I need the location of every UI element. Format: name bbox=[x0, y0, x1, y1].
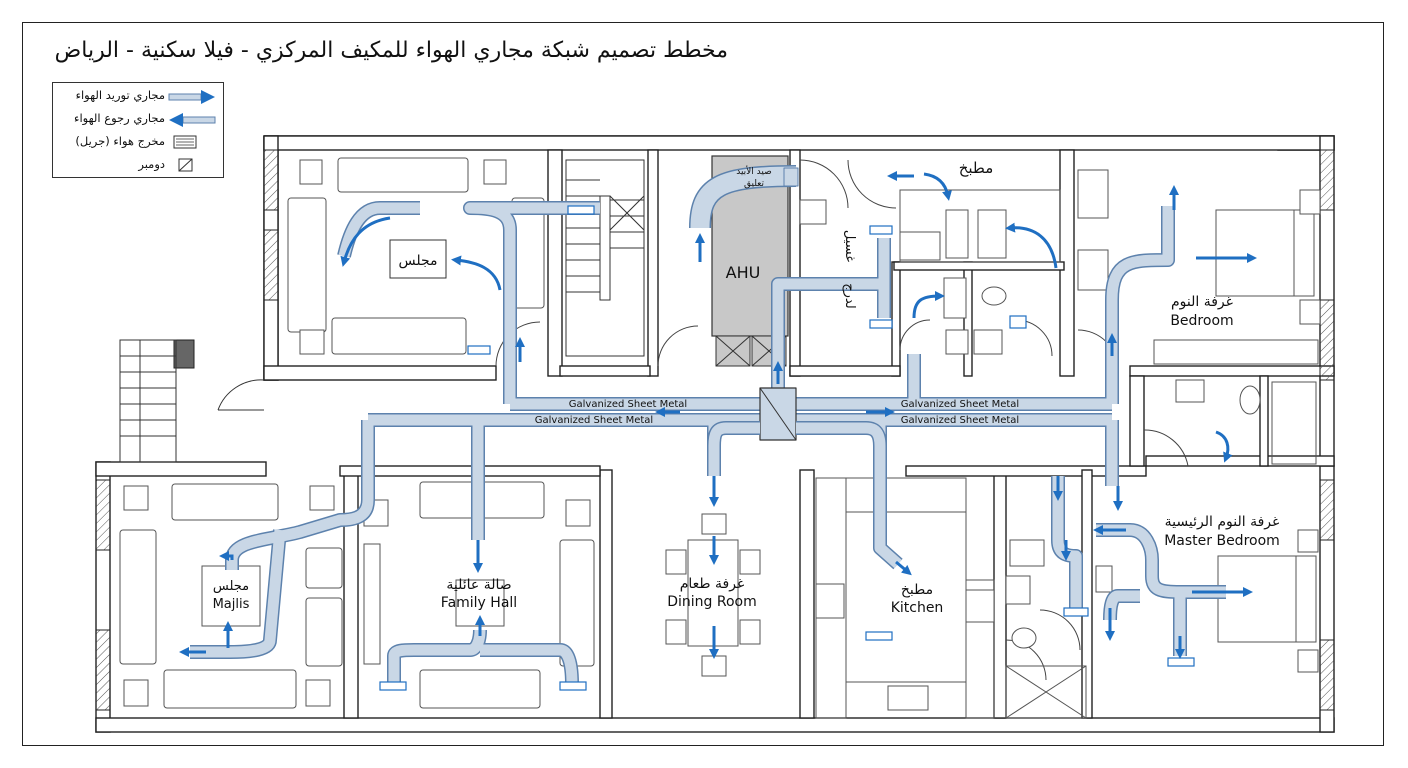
legend-label-grille: مخرج هواء (جريل) bbox=[75, 134, 165, 148]
majlis-label-ar: مجلس bbox=[213, 579, 249, 594]
wall-master-north bbox=[1145, 455, 1335, 467]
wall-family-north bbox=[339, 465, 601, 477]
air-grilles bbox=[379, 205, 1195, 691]
legend-item-grille: مخرج هواء (جريل) bbox=[53, 131, 223, 153]
kitchen-top-label: مطبخ bbox=[959, 159, 994, 177]
page-title: مخطط تصميم شبكة مجاري الهواء للمكيف المر… bbox=[54, 38, 728, 63]
majlis-top-label: مجلس bbox=[398, 253, 437, 269]
wall-kitchen-master bbox=[993, 469, 1007, 719]
wall-bath3-divider bbox=[1259, 375, 1269, 467]
damper-icon bbox=[178, 158, 193, 172]
wall-majlis-south bbox=[263, 365, 497, 381]
dining-label-ar: غرفة طعام bbox=[680, 576, 745, 592]
dining-label-en: Dining Room bbox=[667, 594, 757, 610]
wall-master-bath bbox=[1081, 469, 1093, 719]
hatched-walls bbox=[95, 149, 1335, 711]
wall-dining-kitchen bbox=[799, 469, 815, 719]
wall-majlis-north bbox=[95, 461, 267, 477]
supply-arrows bbox=[179, 171, 1257, 659]
staircase bbox=[565, 159, 645, 357]
wall-family-dining bbox=[599, 469, 613, 719]
wall-bedroom-south bbox=[1129, 365, 1335, 377]
legend-item-return: مجاري رجوع الهواء bbox=[53, 108, 223, 130]
duct-labels: Galvanized Sheet Metal Galvanized Sheet … bbox=[535, 399, 1019, 426]
wall-kitchen-baths bbox=[893, 261, 1065, 271]
furniture bbox=[119, 157, 1321, 719]
wall-laundry-bath bbox=[891, 261, 901, 377]
duct-network bbox=[190, 165, 1226, 685]
return-duct-icon bbox=[169, 113, 216, 127]
legend-label-supply: مجاري توريد الهواء bbox=[75, 88, 165, 102]
wall-stair-ahu bbox=[647, 149, 659, 377]
duct-label-3: Galvanized Sheet Metal bbox=[901, 399, 1019, 410]
ahu-label: AHU bbox=[726, 263, 761, 282]
legend-label-damper: دومبر bbox=[138, 157, 165, 171]
duct-label-2: Galvanized Sheet Metal bbox=[535, 415, 653, 426]
legend: مجاري توريد الهواء مجاري رجوع الهواء مخر… bbox=[52, 82, 224, 178]
ahu-note-a: صيد الأبيد bbox=[736, 165, 772, 177]
wall-majlis-family bbox=[343, 469, 359, 719]
duct-label-1: Galvanized Sheet Metal bbox=[569, 399, 687, 410]
master-bedroom-label-en: Master Bedroom bbox=[1164, 533, 1280, 549]
laundry-label-b: لدرج bbox=[842, 283, 857, 308]
kitchen-label-en: Kitchen bbox=[891, 600, 944, 616]
supply-duct-icon bbox=[168, 90, 215, 104]
kitchen-label-ar: مطبخ bbox=[901, 582, 933, 598]
legend-item-supply: مجاري توريد الهواء bbox=[53, 85, 223, 107]
legend-label-return: مجاري رجوع الهواء bbox=[74, 111, 165, 125]
wall-bath3-west bbox=[1129, 375, 1145, 467]
laundry-label-a: غسيل bbox=[842, 230, 857, 262]
bedroom-label-ar: غرفة النوم bbox=[1171, 294, 1233, 310]
wall-majlis-stair bbox=[547, 149, 563, 377]
legend-item-damper: دومبر bbox=[53, 154, 223, 176]
majlis-label-en: Majlis bbox=[213, 597, 250, 612]
master-bedroom-label-ar: غرفة النوم الرئيسية bbox=[1165, 514, 1280, 530]
family-hall-label-en: Family Hall bbox=[441, 595, 517, 611]
family-hall-label-ar: صالة عائلية bbox=[446, 577, 511, 593]
bedroom-label-en: Bedroom bbox=[1170, 313, 1233, 329]
wall-kitchen-north bbox=[905, 465, 1147, 477]
grille-icon bbox=[173, 135, 197, 149]
wall-south bbox=[95, 717, 1335, 733]
wall-stair-south bbox=[559, 365, 651, 377]
wall-north bbox=[263, 135, 1335, 151]
room-labels: مجلس مطبخ AHU صيد الأبيد تعليق غسيل لدرج… bbox=[213, 159, 1280, 616]
entrance-steps bbox=[119, 339, 265, 463]
wall-laundry-south bbox=[789, 365, 901, 377]
ahu-note-b: تعليق bbox=[744, 179, 765, 189]
drawing-frame bbox=[22, 22, 1384, 746]
duct-label-4: Galvanized Sheet Metal bbox=[901, 415, 1019, 426]
